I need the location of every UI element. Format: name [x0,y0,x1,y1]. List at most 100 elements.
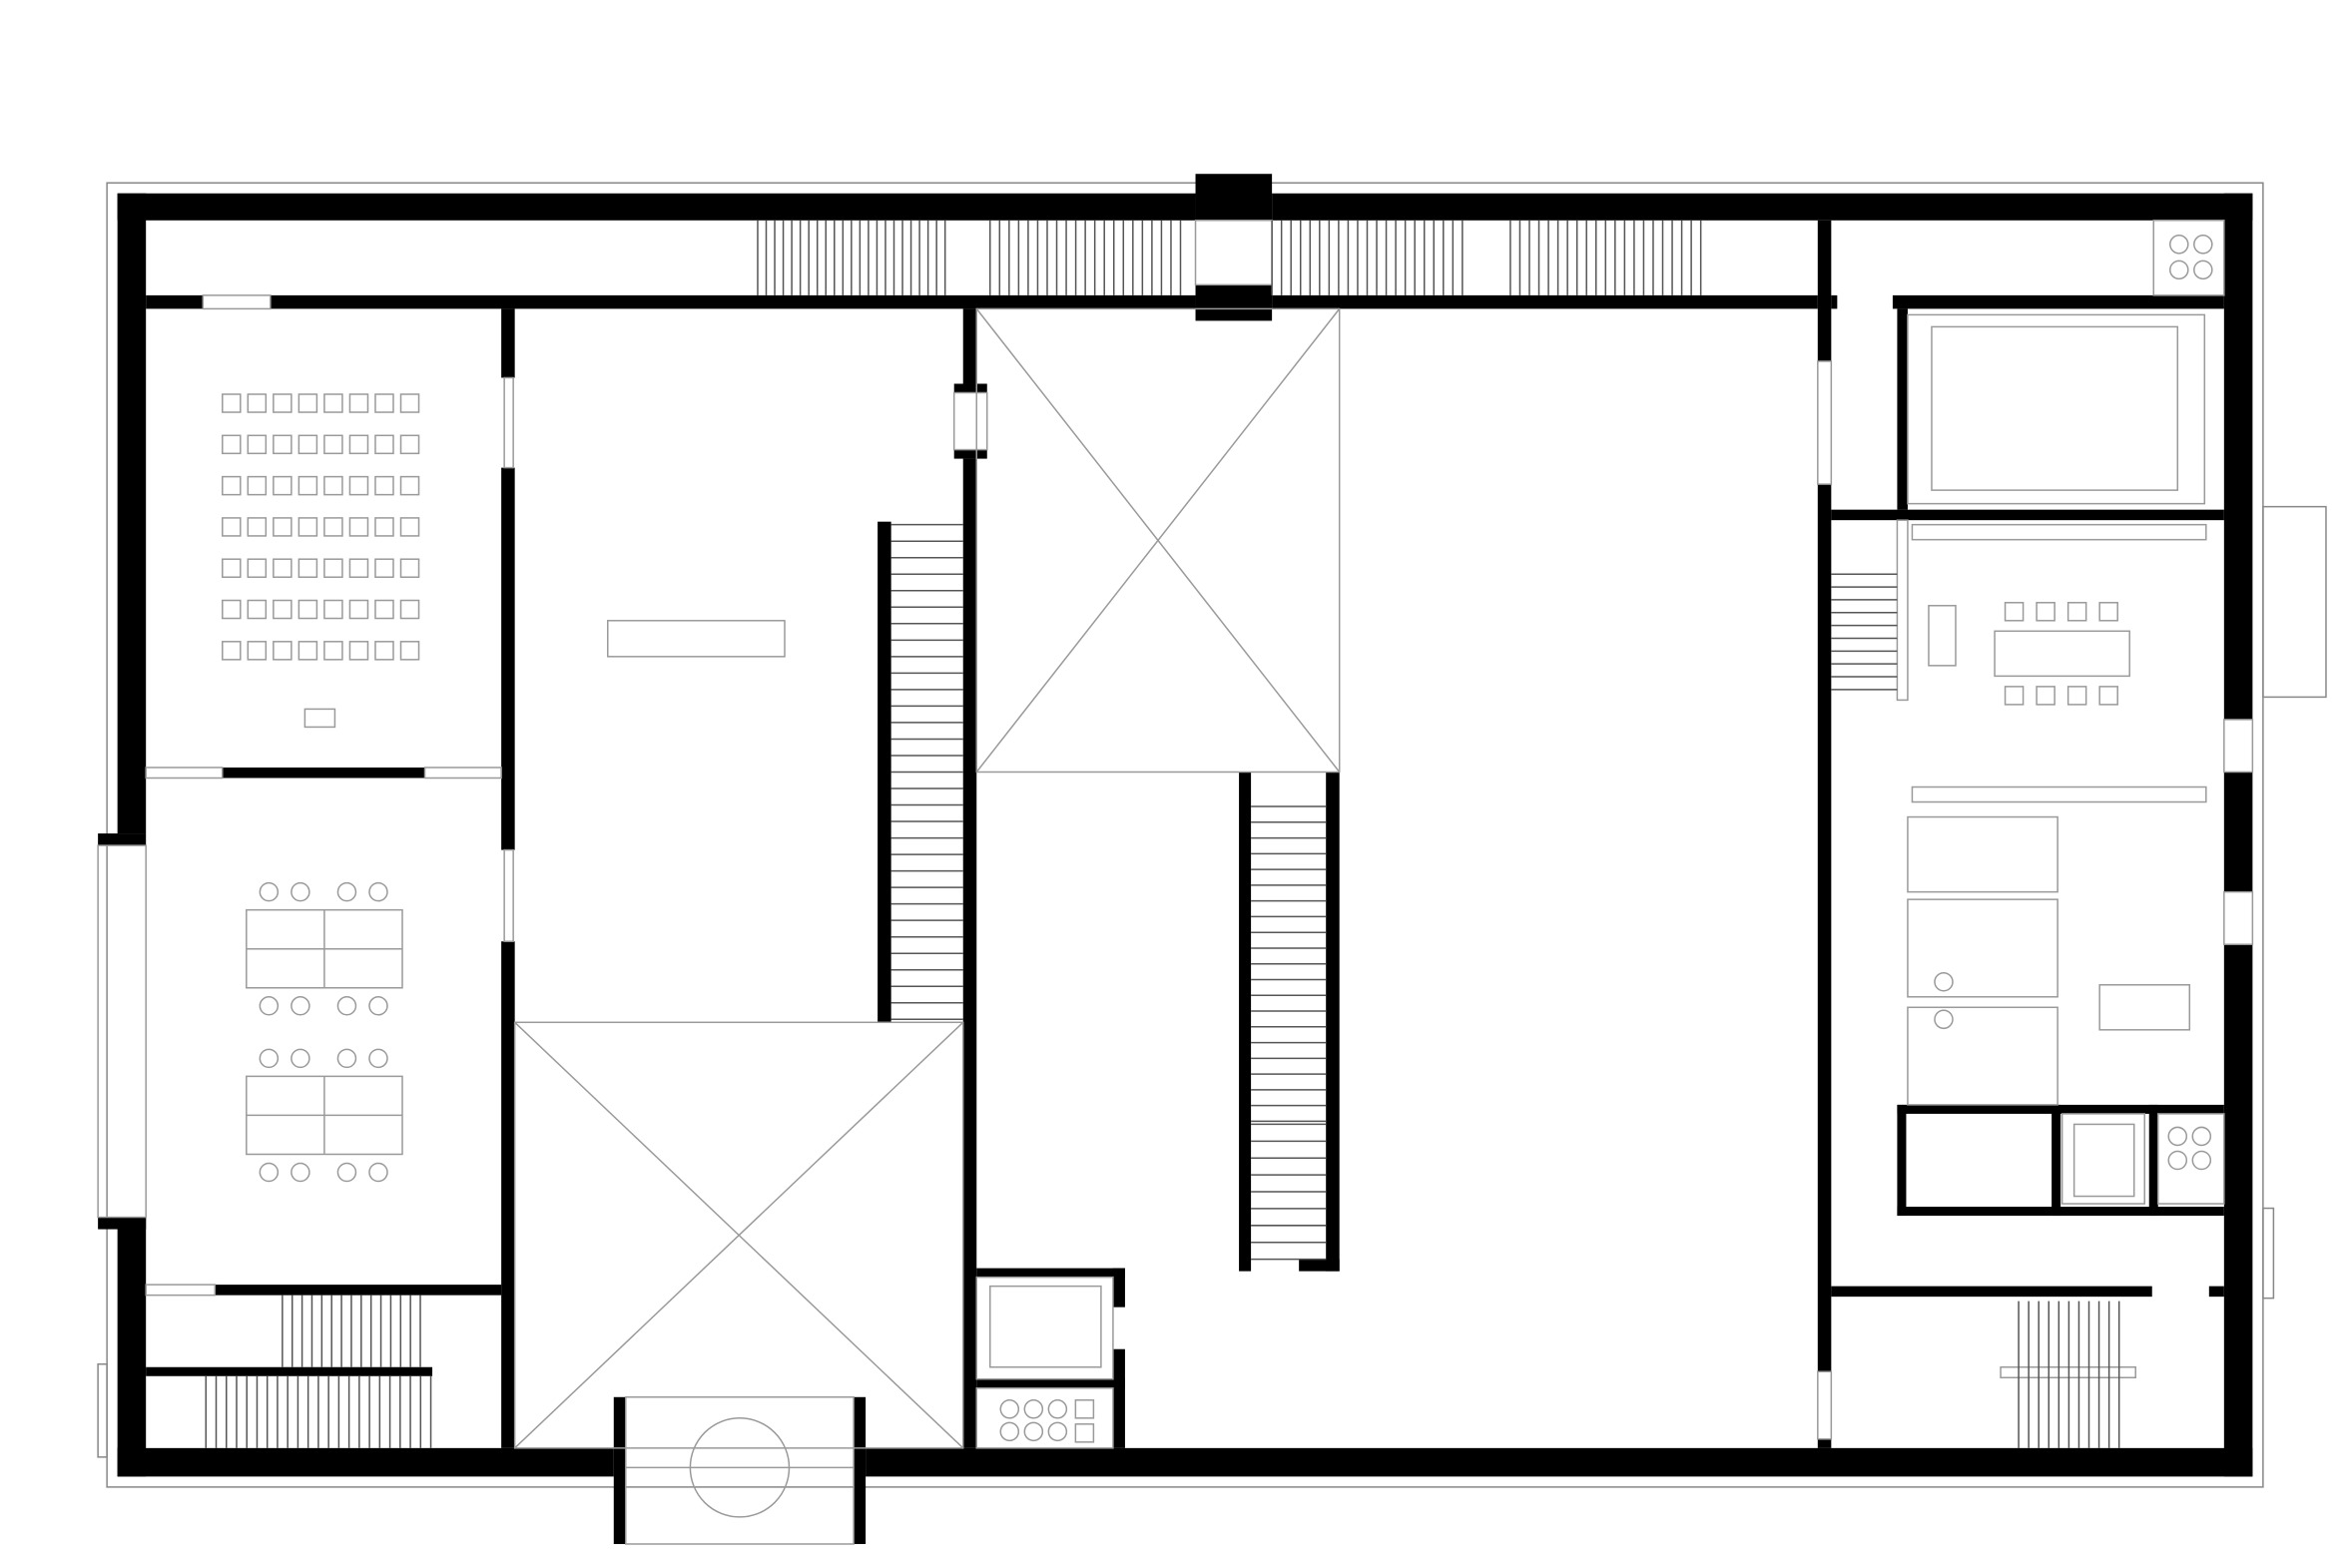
entrance [625,1396,855,1545]
chair [374,434,394,455]
fixture [975,1387,1114,1449]
stairs [205,220,2120,1448]
chair [247,558,268,578]
chair [336,996,357,1016]
wall [1299,1259,1340,1272]
wall [1817,484,1832,1372]
burner [2169,260,2189,280]
chair [297,599,318,620]
chair [399,558,420,578]
wall [1326,772,1340,1272]
wall [953,449,987,459]
chair [348,393,369,413]
window [145,1284,217,1297]
tank [1907,313,2206,505]
window [1817,1370,1833,1440]
wall [501,467,515,850]
chair [259,1162,280,1183]
chair [291,1048,310,1069]
chair [323,517,343,537]
furniture-and-fixtures [97,220,2254,1545]
chair [297,558,318,578]
counter [1911,523,2207,541]
chair [348,517,369,537]
chair [222,599,242,620]
chair [323,641,343,661]
chair [336,881,357,902]
chair [222,393,242,413]
tank-inner [1931,325,2179,491]
wall [854,1396,867,1544]
wall [1897,308,1908,510]
chair [323,434,343,455]
wall [1817,220,1832,361]
burner [999,1399,1020,1419]
chair [273,641,293,661]
chair [323,393,343,413]
chair [273,517,293,537]
chair [348,641,369,661]
table [607,620,786,658]
chair [297,393,318,413]
chair [2066,602,2087,622]
wall [2052,1104,2061,1217]
wall [1195,174,1273,221]
chair [247,517,268,537]
fixture [1074,1399,1095,1419]
chair [336,1048,357,1069]
window [423,767,502,780]
chair [399,599,420,620]
wall [962,458,977,1448]
wall [976,1378,1125,1388]
wall [1272,294,1818,309]
wall [501,308,515,378]
revolving-door [689,1417,791,1518]
chair [273,393,293,413]
wall [2223,193,2253,720]
burner [1023,1421,1044,1442]
chair [291,996,310,1016]
wall [866,1447,2253,1477]
chair [222,517,242,537]
wall [976,1268,1125,1278]
wall [1239,772,1252,1272]
wall [501,941,515,1448]
chair [399,641,420,661]
burner [999,1421,1020,1442]
chair [273,475,293,496]
chair [222,475,242,496]
wall [98,833,147,846]
chair [368,996,388,1016]
table [1994,630,2130,678]
chair [336,1162,357,1183]
room [1907,815,2058,893]
lift [975,1276,1114,1380]
lectern [303,708,336,729]
chair [2004,686,2025,706]
wall [146,294,204,309]
wall [953,383,987,393]
wall [962,308,977,384]
chair [323,475,343,496]
wall [1892,294,2224,309]
sofa [1928,605,1957,667]
room [1907,1006,2058,1106]
chair [374,475,394,496]
wall [2223,772,2253,892]
wall [2148,1104,2158,1217]
chair [374,517,394,537]
chair [247,434,268,455]
wall [2223,944,2253,1477]
chair [2098,686,2118,706]
chair [348,434,369,455]
desk [2098,984,2191,1031]
chair [348,558,369,578]
chair [374,558,394,578]
void-outline [513,1021,964,1449]
chair [297,434,318,455]
burner [2191,1126,2212,1147]
chair [222,558,242,578]
chair [259,1048,280,1069]
window [145,767,224,780]
chair [273,558,293,578]
